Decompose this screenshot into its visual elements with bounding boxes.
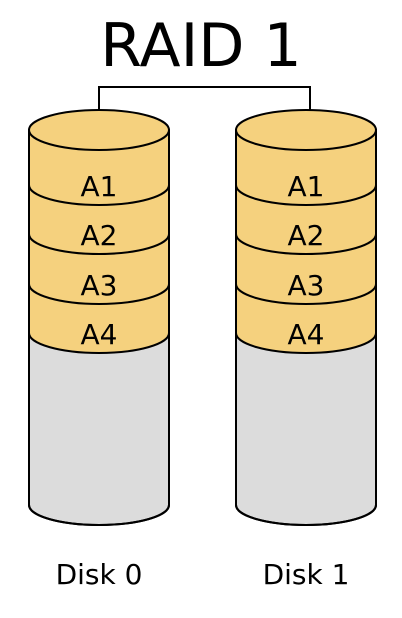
disk-1-block-a4: A4: [288, 318, 325, 351]
disk-1-divider: [235, 184, 377, 206]
disk-0-block-a3: A3: [81, 269, 118, 302]
disk-1-block-a2: A2: [288, 219, 325, 252]
disk-0: A1 A2 A3 A4 Disk 0: [28, 109, 170, 591]
disk-1-block-a1: A1: [288, 170, 325, 203]
disk-0-label: Disk 0: [56, 558, 143, 591]
disk-0-divider: [28, 332, 170, 354]
disk-0-outline: [28, 130, 170, 526]
disk-1-divider: [235, 332, 377, 354]
disk-1-divider: [235, 233, 377, 255]
disk-0-divider: [28, 184, 170, 206]
disk-0-divider: [28, 283, 170, 305]
disk-0-divider: [28, 233, 170, 255]
disk-1-outline: [235, 130, 377, 526]
disk-0-top: [28, 109, 170, 151]
disk-1-label: Disk 1: [263, 558, 350, 591]
disk-0-block-a4: A4: [81, 318, 118, 351]
disk-1-block-a3: A3: [288, 269, 325, 302]
disk-0-block-a2: A2: [81, 219, 118, 252]
disk-1-used-region: [236, 130, 376, 353]
disk-0-block-a1: A1: [81, 170, 118, 203]
disk-1: A1 A2 A3 A4 Disk 1: [235, 109, 377, 591]
disk-1-divider: [235, 283, 377, 305]
disk-1-top: [235, 109, 377, 151]
diagram-title: RAID 1: [100, 11, 301, 81]
disk-0-used-region: [29, 130, 169, 353]
